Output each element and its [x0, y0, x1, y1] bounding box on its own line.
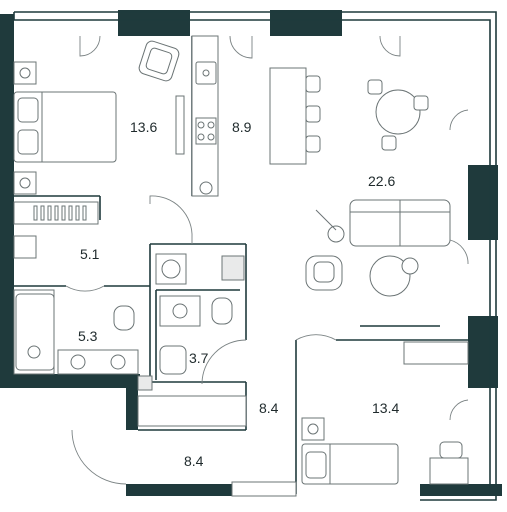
- area-label-entrance: 8.4: [184, 453, 204, 469]
- area-label-wardrobe: 5.1: [80, 246, 100, 262]
- armchair-icon-2: [305, 255, 343, 291]
- sofa-icon: [349, 199, 451, 247]
- area-label-bedroom-2: 13.4: [372, 400, 399, 416]
- bathtub-icon: [15, 293, 55, 371]
- vanity-sink-icon: [57, 349, 139, 375]
- shower-icon: [159, 295, 201, 375]
- sink-icon: [195, 61, 217, 85]
- toilet-icon: [113, 297, 233, 331]
- lamp-icon-2: [301, 417, 325, 441]
- area-label-bathroom-2: 3.7: [189, 350, 209, 366]
- kitchen-counter: [191, 35, 219, 197]
- area-labels: 13.6 8.9 22.6 5.1 5.3 3.7 8.4 8.4 13.4: [78, 119, 399, 469]
- area-label-bedroom-1: 13.6: [130, 119, 157, 135]
- armchair-icon: [138, 40, 180, 82]
- door-swing-icon: [65, 35, 469, 485]
- floor-lamp-icon: [315, 209, 345, 243]
- shoe-rack: [137, 375, 297, 497]
- lamp-icon: [13, 61, 37, 195]
- radiator-icon: [13, 201, 99, 225]
- interior-walls: [14, 36, 468, 494]
- coffee-table: [369, 255, 419, 297]
- area-label-living-room: 22.6: [368, 173, 395, 189]
- dining-table-icon: [269, 67, 429, 165]
- area-label-hallway: 8.4: [259, 400, 279, 416]
- area-label-kitchen: 8.9: [232, 119, 252, 135]
- washing-machine-icon: [155, 253, 245, 285]
- desk-icon: [429, 441, 469, 485]
- tv-stand: [175, 95, 185, 155]
- bed-icon: [13, 91, 117, 163]
- radiator-icon-2: [403, 341, 469, 365]
- area-label-bathroom-1: 5.3: [78, 328, 98, 344]
- stove-icon: [195, 117, 217, 145]
- bed-icon-2: [301, 443, 399, 485]
- outer-walls: [0, 10, 502, 496]
